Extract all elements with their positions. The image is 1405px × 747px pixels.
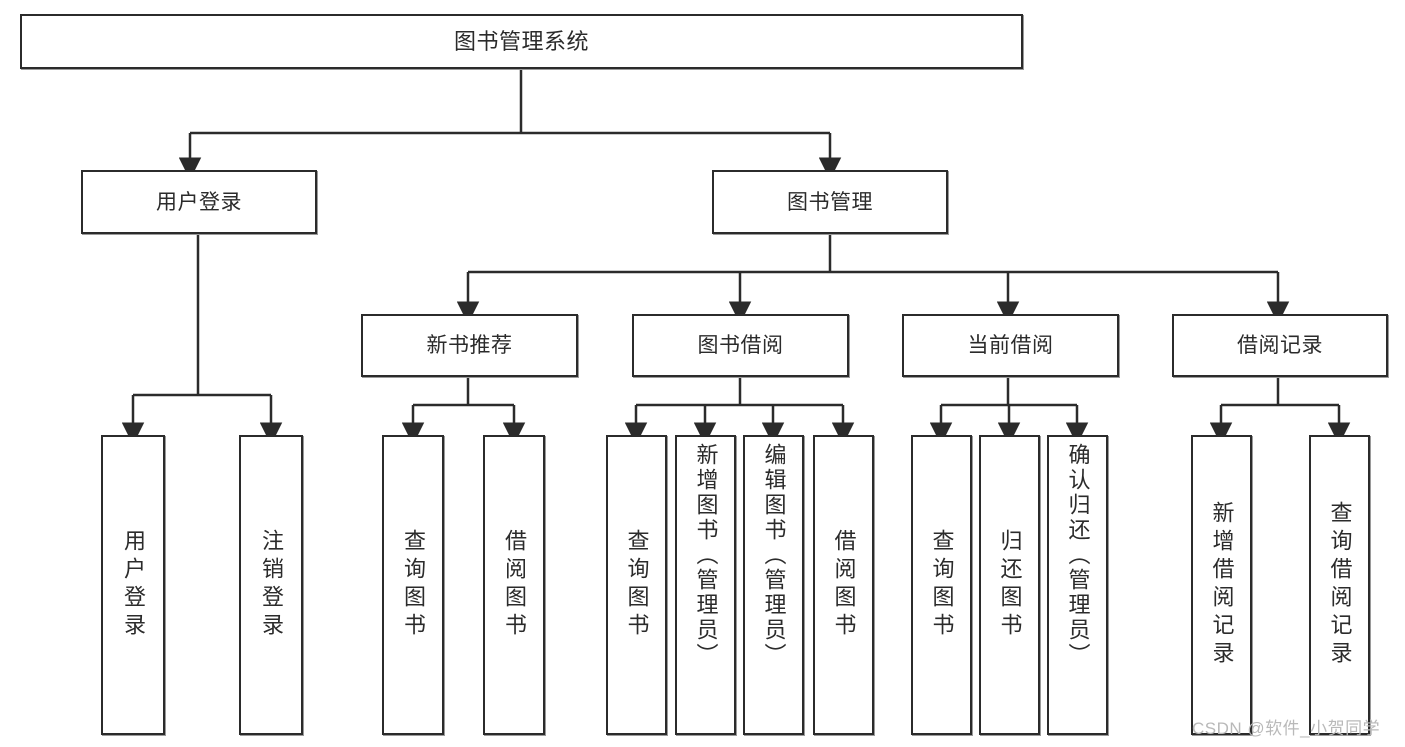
node-leaf-borrow-book-1-label: 借阅图书 bbox=[502, 529, 527, 641]
node-user-login[interactable]: 用户登录 bbox=[81, 170, 317, 234]
node-borrow-record-label: 借阅记录 bbox=[1237, 334, 1323, 357]
node-leaf-add-record[interactable]: 新增借阅记录 bbox=[1191, 435, 1252, 735]
node-root-label: 图书管理系统 bbox=[453, 28, 589, 54]
node-leaf-query-book-3[interactable]: 查询图书 bbox=[911, 435, 972, 735]
node-leaf-confirm-return[interactable]: 确认归还（管理员） bbox=[1047, 435, 1108, 735]
node-current-borrow[interactable]: 当前借阅 bbox=[902, 314, 1119, 377]
node-leaf-logout[interactable]: 注销登录 bbox=[239, 435, 303, 735]
node-leaf-user-login-label: 用户登录 bbox=[121, 529, 146, 641]
node-leaf-query-record-label: 查询借阅记录 bbox=[1327, 501, 1353, 669]
node-leaf-borrow-book-2[interactable]: 借阅图书 bbox=[813, 435, 874, 735]
node-leaf-query-book-1-label: 查询图书 bbox=[401, 529, 426, 641]
node-leaf-borrow-book-2-label: 借阅图书 bbox=[831, 529, 857, 641]
node-leaf-add-book-label: 新增图书（管理员） bbox=[693, 443, 719, 668]
node-leaf-logout-label: 注销登录 bbox=[259, 529, 284, 641]
node-borrow-record[interactable]: 借阅记录 bbox=[1172, 314, 1388, 377]
node-leaf-add-record-label: 新增借阅记录 bbox=[1209, 501, 1235, 669]
node-user-login-label: 用户登录 bbox=[156, 190, 242, 214]
node-new-book-recommend[interactable]: 新书推荐 bbox=[361, 314, 578, 377]
node-leaf-query-book-2-label: 查询图书 bbox=[624, 529, 650, 641]
node-book-manage-label: 图书管理 bbox=[787, 190, 873, 214]
node-leaf-query-book-3-label: 查询图书 bbox=[929, 529, 955, 641]
node-leaf-query-book-2[interactable]: 查询图书 bbox=[606, 435, 667, 735]
node-leaf-edit-book-label: 编辑图书（管理员） bbox=[761, 443, 787, 668]
node-leaf-confirm-return-label: 确认归还（管理员） bbox=[1065, 443, 1091, 668]
node-book-manage[interactable]: 图书管理 bbox=[712, 170, 948, 234]
node-leaf-query-record[interactable]: 查询借阅记录 bbox=[1309, 435, 1370, 735]
node-leaf-return-book-label: 归还图书 bbox=[997, 529, 1023, 641]
node-leaf-return-book[interactable]: 归还图书 bbox=[979, 435, 1040, 735]
node-leaf-add-book[interactable]: 新增图书（管理员） bbox=[675, 435, 736, 735]
csdn-watermark: CSDN @软件_小贺同学 bbox=[1192, 719, 1381, 738]
node-leaf-borrow-book-1[interactable]: 借阅图书 bbox=[483, 435, 545, 735]
node-book-borrow[interactable]: 图书借阅 bbox=[632, 314, 849, 377]
node-root-book-management-system[interactable]: 图书管理系统 bbox=[20, 14, 1023, 69]
node-book-borrow-label: 图书借阅 bbox=[697, 334, 784, 357]
node-new-book-recommend-label: 新书推荐 bbox=[426, 334, 513, 357]
node-leaf-query-book-1[interactable]: 查询图书 bbox=[382, 435, 444, 735]
node-leaf-user-login[interactable]: 用户登录 bbox=[101, 435, 165, 735]
node-current-borrow-label: 当前借阅 bbox=[967, 334, 1054, 357]
node-leaf-edit-book[interactable]: 编辑图书（管理员） bbox=[743, 435, 804, 735]
